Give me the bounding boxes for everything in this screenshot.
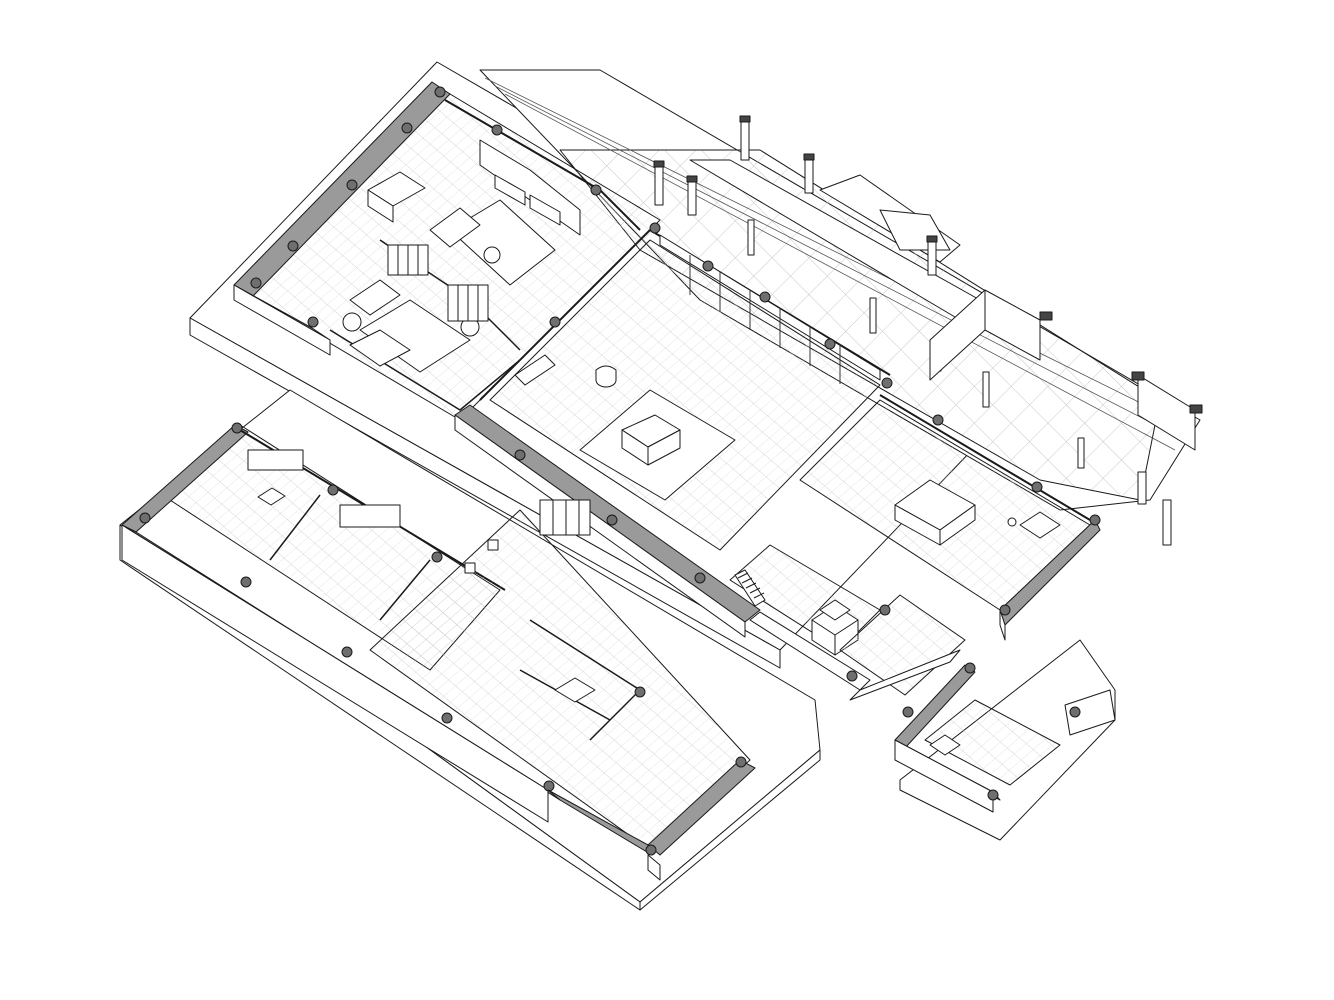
window-icon: [539, 499, 591, 536]
fountain-icon: [595, 365, 617, 388]
table-icon: [621, 414, 681, 466]
table-icon: [554, 677, 596, 703]
gallery-wall: [454, 404, 761, 638]
column-icon: [869, 297, 877, 334]
column-icon: [803, 153, 815, 194]
gazebo-icon: [811, 599, 859, 656]
table-icon: [349, 279, 401, 316]
bath-fixtures: [1007, 511, 1061, 539]
column-icon: [735, 756, 747, 768]
column-icon: [694, 572, 706, 584]
column-icon: [964, 662, 976, 674]
column-icon: [431, 551, 443, 563]
column-icon: [250, 277, 262, 289]
column-icon: [1077, 437, 1085, 469]
window-icon: [387, 244, 489, 322]
bath-fixtures: [929, 734, 961, 756]
window-icon: [247, 449, 401, 528]
column-icon: [139, 512, 151, 524]
bed-icon: [894, 479, 976, 546]
column-icon: [999, 604, 1011, 616]
column-icon: [759, 291, 771, 303]
column-icon: [287, 240, 299, 252]
column-icon: [881, 377, 893, 389]
column-icon: [702, 260, 714, 272]
column-icon: [606, 514, 618, 526]
column-icon: [549, 316, 561, 328]
table-icon: [367, 171, 426, 223]
column-icon: [987, 789, 999, 801]
column-icon: [1162, 499, 1172, 546]
column-icon: [514, 449, 526, 461]
column-icon: [307, 316, 319, 328]
column-icon: [747, 219, 755, 256]
column-icon: [653, 160, 665, 206]
north-living-wing: [233, 81, 661, 421]
column-icon: [1137, 471, 1147, 505]
chair-icon: [464, 539, 499, 574]
column-icon: [649, 222, 661, 234]
sofa-icon: [479, 139, 581, 236]
column-icon: [327, 484, 339, 496]
column-icon: [346, 179, 358, 191]
column-icon: [434, 86, 446, 98]
column-icon: [1069, 706, 1081, 718]
column-icon: [824, 338, 836, 350]
column-icon: [491, 124, 503, 136]
column-icon: [686, 175, 698, 216]
column-icon: [341, 646, 353, 658]
mid-courtyard: [839, 594, 966, 701]
column-icon: [645, 844, 657, 856]
stair-icon: [734, 569, 766, 607]
column-icon: [739, 115, 751, 161]
rug-icon: [359, 299, 471, 373]
east-suite: [799, 394, 1101, 641]
column-icon: [543, 780, 555, 792]
column-icon: [1089, 514, 1101, 526]
bench-icon: [514, 354, 556, 386]
column-icon: [590, 184, 602, 196]
column-icon: [231, 422, 243, 434]
column-icon: [902, 706, 914, 718]
column-icon: [982, 371, 990, 408]
central-great-hall: [455, 222, 893, 551]
column-icon: [879, 604, 891, 616]
terrace-columns: [653, 115, 1172, 546]
sofa-icon: [349, 329, 411, 367]
south-service-wing: [369, 499, 756, 881]
column-icon: [240, 576, 252, 588]
column-icon: [401, 122, 413, 134]
column-icon: [441, 712, 453, 724]
urn-icon: [342, 312, 362, 332]
south-corner-pavilion: [894, 662, 1116, 813]
sofa-icon: [429, 207, 481, 248]
column-icon: [634, 686, 646, 698]
column-icon: [1031, 481, 1043, 493]
table-icon: [257, 487, 286, 506]
column-icon: [926, 235, 938, 276]
column-icon: [932, 414, 944, 426]
stair-room: [729, 544, 881, 691]
terrace-pergola: [929, 289, 1203, 451]
column-icon: [846, 670, 858, 682]
